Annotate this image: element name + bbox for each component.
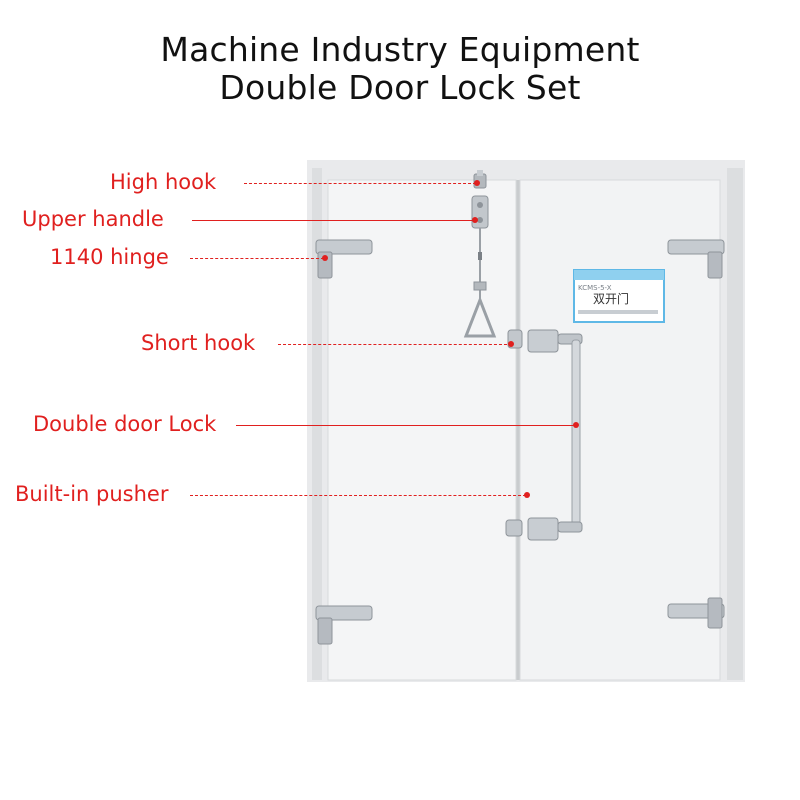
marker-built-in-pusher [524, 492, 530, 498]
leader-upper-handle [192, 220, 474, 221]
hinge-bottom-left [315, 605, 373, 645]
right-door-panel [519, 179, 721, 681]
leader-built-in-pusher [190, 495, 526, 496]
double-door-lock [505, 329, 583, 541]
marker-short-hook [508, 341, 514, 347]
label-short-hook: Short hook [141, 331, 256, 355]
left-door-panel [327, 179, 517, 681]
hinge-top-left [315, 239, 373, 279]
leader-double-door-lock [236, 425, 574, 426]
marker-upper-handle [472, 217, 478, 223]
sticker-code: KCMS-5-X [578, 284, 612, 292]
leader-1140-hinge [190, 258, 324, 259]
frame-left-edge [312, 168, 322, 680]
leader-short-hook [278, 344, 512, 345]
leader-high-hook [244, 183, 476, 184]
marker-high-hook [474, 180, 480, 186]
title-line-2: Double Door Lock Set [219, 68, 581, 107]
hinge-bottom-right [667, 597, 725, 629]
marker-double-door-lock [573, 422, 579, 428]
hinge-top-right [667, 239, 725, 279]
label-1140-hinge: 1140 hinge [50, 245, 169, 269]
label-upper-handle: Upper handle [22, 207, 164, 231]
sticker-text: 双开门 [593, 291, 629, 306]
label-high-hook: High hook [110, 170, 217, 194]
frame-right-edge [727, 168, 743, 680]
marker-1140-hinge [322, 255, 328, 261]
door-sticker: KCMS-5-X 双开门 [573, 269, 665, 323]
label-built-in-pusher: Built-in pusher [15, 482, 169, 506]
label-double-door-lock: Double door Lock [33, 412, 217, 436]
title-line-1: Machine Industry Equipment [160, 30, 640, 69]
